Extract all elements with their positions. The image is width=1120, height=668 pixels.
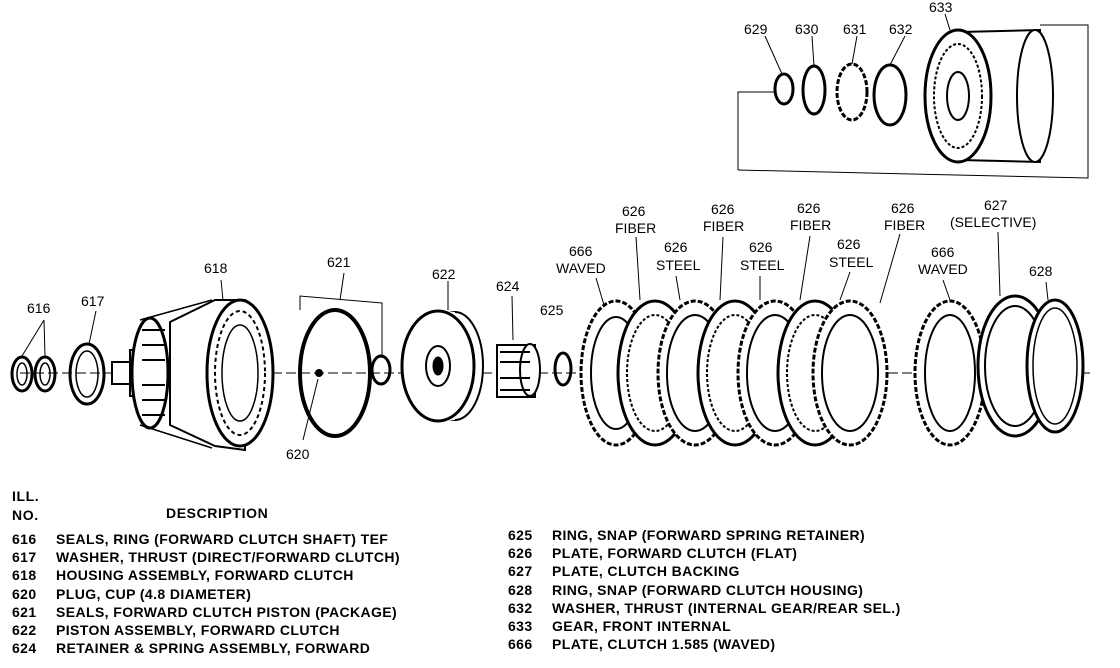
legend-row: 616 SEALS, RING (FORWARD CLUTCH SHAFT) TE… (12, 530, 400, 548)
legend-number: 621 (12, 603, 37, 620)
callout-616: 616 (27, 300, 51, 316)
legend-description: RING, SNAP (FORWARD CLUTCH HOUSING) (552, 581, 864, 598)
callout-666b-num: 666 (931, 244, 955, 260)
callout-626e-num: 626 (797, 200, 821, 216)
callout-627-num: 627 (984, 197, 1008, 213)
legend-header-no: NO. (12, 507, 39, 523)
callout-626c-num: 626 (711, 201, 735, 217)
legend-description: PLATE, CLUTCH 1.585 (WAVED) (552, 636, 776, 653)
legend-description: GEAR, FRONT INTERNAL (552, 618, 732, 635)
callout-626f-num: 626 (837, 236, 861, 252)
callout-630: 630 (795, 21, 819, 37)
legend-description: PLATE, FORWARD CLUTCH (FLAT) (552, 545, 798, 562)
callout-626f-text: STEEL (829, 254, 874, 270)
part-624-spring-retainer (496, 343, 541, 398)
callout-620: 620 (286, 446, 310, 462)
callout-626d-text: STEEL (740, 257, 785, 273)
legend-row: 620 PLUG, CUP (4.8 DIAMETER) (12, 585, 400, 603)
legend-number: 628 (508, 581, 533, 598)
callout-622: 622 (432, 266, 456, 282)
callout-626g-text: FIBER (884, 217, 925, 233)
part-620-cup-plug (315, 369, 323, 377)
legend-number: 617 (12, 549, 37, 566)
callout-666a-text: WAVED (556, 260, 606, 276)
callout-632: 632 (889, 21, 913, 37)
legend-description: RING, SNAP (FORWARD SPRING RETAINER) (552, 527, 866, 543)
part-616-seal-rings (10, 355, 57, 393)
legend-description: WASHER, THRUST (DIRECT/FORWARD CLUTCH) (56, 549, 400, 566)
upper-leaders (737, 13, 1089, 179)
legend-description: HOUSING ASSEMBLY, FORWARD CLUTCH (56, 567, 354, 584)
callout-626a-text: FIBER (615, 220, 656, 236)
legend-description: PLUG, CUP (4.8 DIAMETER) (56, 585, 252, 602)
callout-618: 618 (204, 260, 228, 276)
callout-626d-num: 626 (749, 239, 773, 255)
legend-row: 621 SEALS, FORWARD CLUTCH PISTON (PACKAGE… (12, 603, 400, 621)
legend-number: 666 (508, 636, 533, 653)
legend-number: 626 (508, 545, 533, 562)
legend-row: 632 WASHER, THRUST (INTERNAL GEAR/REAR SE… (508, 599, 901, 617)
legend-description: WASHER, THRUST (INTERNAL GEAR/REAR SEL.) (552, 599, 901, 616)
legend-number: 620 (12, 585, 37, 602)
legend-row: 633 GEAR, FRONT INTERNAL (508, 617, 901, 635)
part-629-633-upper-assembly (773, 28, 1054, 164)
legend-number: 624 (12, 640, 37, 657)
callout-666b-text: WAVED (918, 261, 968, 277)
legend-number: 632 (508, 599, 533, 616)
legend-number: 616 (12, 531, 37, 547)
part-617-thrust-washer (68, 342, 106, 406)
legend-row: 625 RING, SNAP (FORWARD SPRING RETAINER) (508, 526, 901, 544)
legend-description: SEALS, RING (FORWARD CLUTCH SHAFT) TEF (56, 531, 389, 547)
callout-666a-num: 666 (569, 243, 593, 259)
legend-description: RETAINER & SPRING ASSEMBLY, FORWARD (56, 640, 371, 657)
legend-number: 622 (12, 622, 37, 639)
legend-row: 617 WASHER, THRUST (DIRECT/FORWARD CLUTCH… (12, 548, 400, 566)
legend-row: 626 PLATE, FORWARD CLUTCH (FLAT) (508, 544, 901, 562)
callout-626a-num: 626 (622, 203, 646, 219)
callout-626g-num: 626 (891, 200, 915, 216)
legend-row: 627 PLATE, CLUTCH BACKING (508, 562, 901, 580)
clutch-plate-stack (579, 294, 1085, 447)
legend-description: PLATE, CLUTCH BACKING (552, 563, 740, 580)
part-618-clutch-housing (111, 298, 275, 452)
callout-626e-text: FIBER (790, 217, 831, 233)
callout-629: 629 (744, 21, 768, 37)
stack-leaders (595, 231, 1049, 306)
legend-description: SEALS, FORWARD CLUTCH PISTON (PACKAGE) (56, 603, 398, 620)
exploded-diagram: 616 617 618 621 620 622 624 625 666 WAVE… (10, 0, 1090, 462)
legend-row: 624 RETAINER & SPRING ASSEMBLY, FORWARD (12, 639, 400, 657)
callout-626b-text: STEEL (656, 257, 701, 273)
legend-number: 627 (508, 563, 533, 580)
legend-number: 633 (508, 618, 533, 635)
callout-628: 628 (1029, 263, 1053, 279)
legend-row: 628 RING, SNAP (FORWARD CLUTCH HOUSING) (508, 581, 901, 599)
legend-row: 618 HOUSING ASSEMBLY, FORWARD CLUTCH (12, 566, 400, 584)
callout-626b-num: 626 (664, 239, 688, 255)
part-625-snap-ring (553, 351, 573, 387)
part-622-piston (400, 309, 484, 423)
part-621-piston-seals (298, 295, 392, 438)
legend-row: 622 PISTON ASSEMBLY, FORWARD CLUTCH (12, 621, 400, 639)
callout-617: 617 (81, 293, 105, 309)
callout-626c-text: FIBER (703, 218, 744, 234)
legend-description: PISTON ASSEMBLY, FORWARD CLUTCH (56, 622, 340, 639)
legend-header-description: DESCRIPTION (166, 505, 269, 521)
legend-left-column: 616 SEALS, RING (FORWARD CLUTCH SHAFT) TE… (12, 530, 400, 657)
legend-header-ill: ILL. (12, 488, 40, 504)
callout-624: 624 (496, 278, 520, 294)
callout-633: 633 (929, 0, 953, 15)
callout-627-text: (SELECTIVE) (950, 214, 1036, 230)
legend-row: 666 PLATE, CLUTCH 1.585 (WAVED) (508, 635, 901, 653)
callout-621: 621 (327, 254, 351, 270)
callout-625: 625 (540, 302, 564, 318)
legend-number: 625 (508, 527, 533, 543)
callout-631: 631 (843, 21, 867, 37)
legend-number: 618 (12, 567, 37, 584)
